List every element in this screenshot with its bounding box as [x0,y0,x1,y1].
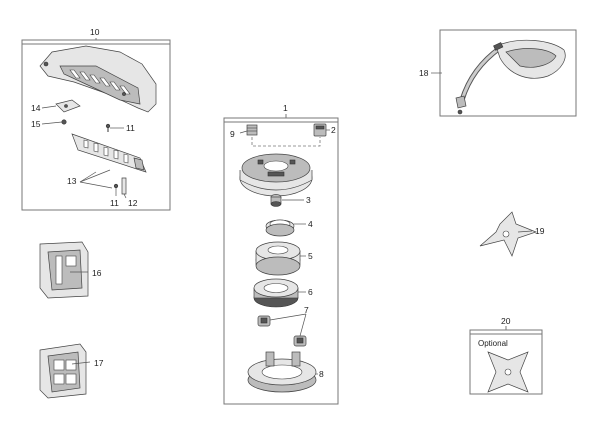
label-7: 7 [304,305,309,315]
label-14: 14 [31,103,41,113]
trimmer-head-group: 1 9 2 [223,103,339,405]
screw-lower-icon [113,183,119,189]
optional-label: Optional [478,339,508,348]
harness-group: 18 [419,29,577,117]
group-20-bracket [469,329,543,334]
label-20: 20 [501,316,511,326]
bolt-2-icon [313,123,327,137]
label-10: 10 [90,27,100,37]
label-16: 16 [92,268,102,278]
nut-9-icon [246,124,258,136]
decal-16-group: 16 [39,241,102,299]
group-20-box [469,333,543,395]
label-15: 15 [31,119,41,129]
retainer-6-icon [253,278,299,308]
label-9: 9 [230,129,235,139]
guard-part-icon [39,45,157,113]
label-5: 5 [308,251,313,261]
label-13: 13 [67,176,77,186]
guard-assembly-group: 10 [21,27,171,211]
label-18: 18 [419,68,429,78]
label-11-upper: 11 [126,123,135,133]
group-1-box [223,121,339,405]
ring-4-icon [265,219,295,237]
cutter-bar-part-icon [71,133,147,173]
spool-5-icon [255,241,301,276]
label-4: 4 [308,219,313,229]
label-19: 19 [535,226,545,236]
label-17: 17 [94,358,104,368]
label-2: 2 [331,125,336,135]
housing-top-icon [239,153,313,197]
four-tooth-blade-icon [487,351,529,393]
label-12: 12 [128,198,138,208]
blade-20-group: 20 Optional [469,316,543,395]
group-10-box [21,43,171,211]
harness-strap-icon [455,39,566,115]
sleeve-3-icon [270,194,282,207]
decal-17-group: 17 [39,343,104,399]
three-tooth-blade-icon [479,211,538,257]
label-3: 3 [306,195,311,205]
screw-upper-icon [105,123,111,132]
pin-part-icon [121,177,127,195]
group-1-bracket [223,117,339,122]
dashed-connector [251,137,321,147]
screw-part-icon [61,119,67,125]
label-1: 1 [283,103,288,113]
cover-8-icon [247,351,317,393]
label-6: 6 [308,287,313,297]
group-10-bracket [21,39,171,44]
label-11-lower: 11 [110,198,119,208]
blade-19-group: 19 [479,211,545,257]
label-8: 8 [319,369,324,379]
plate-part-icon [55,99,81,113]
eyelet-7-icon [257,315,307,347]
